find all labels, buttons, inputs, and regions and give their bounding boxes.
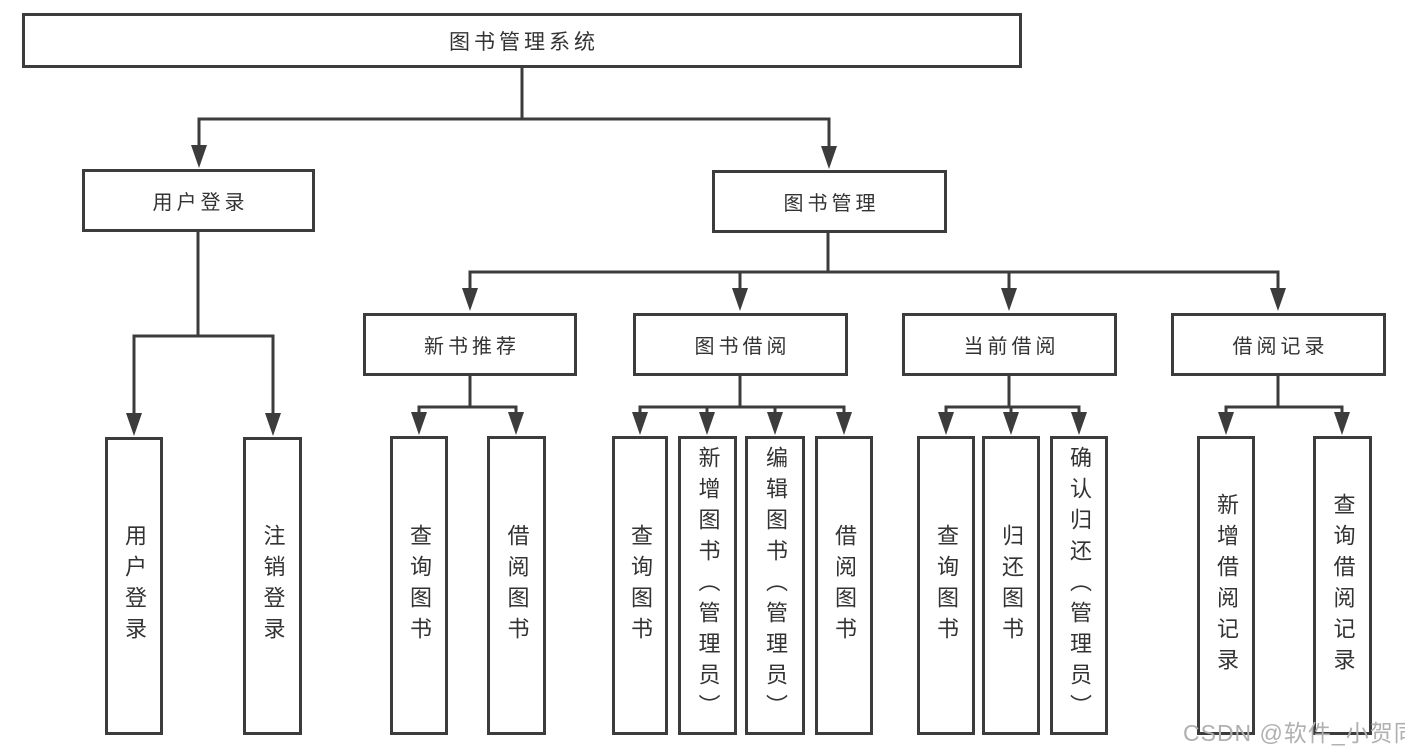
node-user-login: 用户登录 <box>82 169 315 232</box>
arrow-down-icon <box>767 412 783 435</box>
node-bb-query-books: 查询图书 <box>612 436 668 735</box>
node-new-book-recommend: 新书推荐 <box>363 313 577 376</box>
node-cb-confirm-return-admin: 确认归还（管理员） <box>1050 436 1108 735</box>
node-borrow-records: 借阅记录 <box>1171 313 1386 376</box>
node-book-borrow: 图书借阅 <box>633 313 848 376</box>
node-br-add-borrow-record: 新增借阅记录 <box>1197 436 1255 735</box>
arrow-down-icon <box>1003 412 1019 435</box>
arrow-down-icon <box>1001 288 1017 311</box>
arrow-down-icon <box>265 413 281 436</box>
connector-new-book-recommend-to-children <box>417 376 518 417</box>
node-bb-borrow-books: 借阅图书 <box>815 436 873 735</box>
node-nb-borrow-books: 借阅图书 <box>487 436 546 735</box>
arrowheads <box>126 145 1350 436</box>
arrow-down-icon <box>699 412 715 435</box>
arrow-down-icon <box>836 412 852 435</box>
arrow-down-icon <box>1218 412 1234 435</box>
arrow-down-icon <box>938 412 954 435</box>
node-user-login-leaf: 用户登录 <box>105 437 163 735</box>
connector-book-borrow-to-children <box>638 376 846 417</box>
connector-root-to-level2 <box>197 68 831 151</box>
node-bb-edit-books-admin: 编辑图书（管理员） <box>745 436 805 735</box>
node-nb-query-books: 查询图书 <box>390 436 448 735</box>
node-current-borrow: 当前借阅 <box>902 313 1117 376</box>
arrow-down-icon <box>821 146 837 169</box>
node-cb-query-books: 查询图书 <box>917 436 975 735</box>
arrow-down-icon <box>1270 288 1286 311</box>
connector-book-management-to-level3 <box>468 233 1280 293</box>
connector-current-borrow-to-children <box>944 376 1081 417</box>
arrow-down-icon <box>632 412 648 435</box>
arrow-down-icon <box>191 145 207 168</box>
node-logout: 注销登录 <box>243 437 302 735</box>
connector-borrow-records-to-children <box>1224 376 1344 417</box>
arrow-down-icon <box>462 288 478 311</box>
arrow-down-icon <box>411 412 427 435</box>
arrow-down-icon <box>732 288 748 311</box>
arrow-down-icon <box>126 413 142 436</box>
node-book-management: 图书管理 <box>712 170 947 233</box>
arrow-down-icon <box>508 412 524 435</box>
connector-user-login-to-children <box>132 232 275 418</box>
node-cb-return-books: 归还图书 <box>982 436 1040 735</box>
csdn-watermark: CSDN @软件_小贺同学 <box>1183 720 1405 746</box>
node-bb-add-books-admin: 新增图书（管理员） <box>678 436 737 735</box>
arrow-down-icon <box>1334 412 1350 435</box>
arrow-down-icon <box>1071 412 1087 435</box>
node-library-management-system: 图书管理系统 <box>22 13 1022 68</box>
node-br-query-borrow-record: 查询借阅记录 <box>1313 436 1372 735</box>
